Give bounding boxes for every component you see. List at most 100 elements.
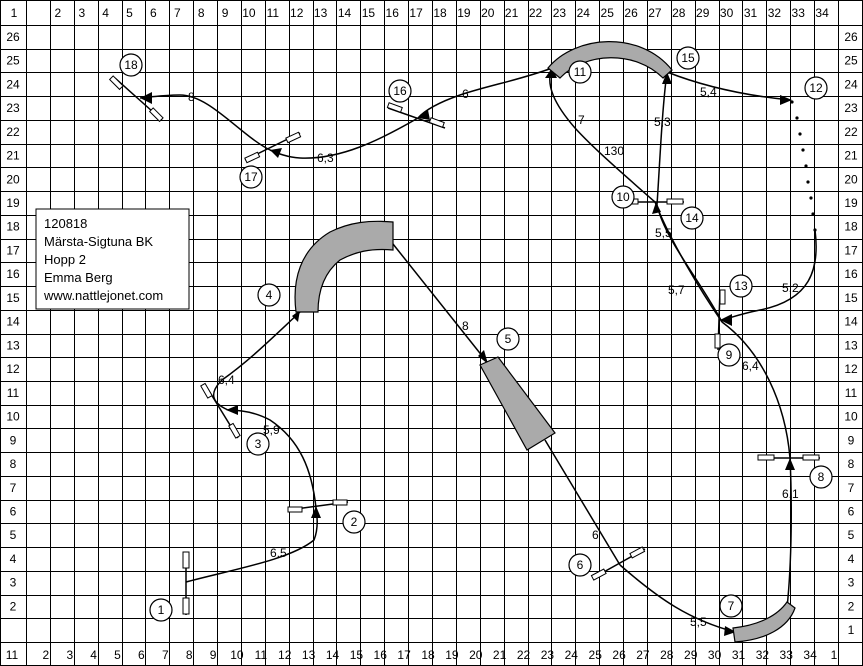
bottom-axis-label: 2 [43,648,50,662]
left-axis-label: 7 [10,481,17,495]
bottom-axis-label: 11 [6,648,19,662]
bottom-axis-label: 32 [756,648,770,662]
obstacle-number: 2 [351,515,358,529]
right-axis-label: 14 [844,315,858,329]
left-axis-label: 4 [10,552,17,566]
left-axis-label: 6 [10,505,17,519]
arrowhead [662,72,672,84]
obstacle-number: 1 [158,603,165,617]
arrowhead [545,68,557,78]
left-axis-label: 20 [6,172,20,186]
info-line-club: Märsta-Sigtuna BK [44,234,153,249]
arrowheads [140,68,795,636]
distance-2-3: 5,9 [263,423,280,437]
info-line-designer: Emma Berg [44,270,113,285]
bottom-axis-label: 12 [278,648,292,662]
bottom-axis-label: 30 [708,648,722,662]
path-dot [804,164,808,168]
obstacle-circle [239,165,263,189]
right-axis-label: 7 [848,481,855,495]
obstacle-10-marker: 10 [611,185,635,209]
arrowhead [418,110,430,120]
jump-8 [757,454,820,461]
jump-16 [386,102,446,129]
info-line-class: Hopp 2 [44,252,86,267]
left-axis-label: 24 [6,77,20,91]
obstacle-4-marker: 4 [257,283,281,307]
obstacle-5-marker: 5 [496,327,520,351]
right-axis-label: 11 [845,386,858,400]
right-axis-label: 18 [844,220,858,234]
obstacle-number: 15 [681,51,695,65]
top-axis-label: 1 [11,6,18,20]
distance-3-4: 6,4 [218,373,235,387]
obstacle-number: 18 [124,58,138,72]
jump-6 [590,546,646,581]
right-axis-label: 13 [844,338,858,352]
jump-3 [200,382,241,439]
route-2-3 [227,409,317,509]
top-axis-label: 14 [338,6,352,20]
info-line-website: www.nattlejonet.com [43,288,163,303]
obstacle-circle [568,553,592,577]
right-axis-label: 10 [844,410,858,424]
obstacle-11-marker: 11 [568,60,592,84]
obstacle-circle [119,53,143,77]
obstacle-number: 13 [734,279,748,293]
obstacle-circle [611,185,635,209]
obstacle-3-marker: 3 [246,432,270,456]
obstacle-circle [342,510,366,534]
top-axis-label: 12 [290,6,304,20]
path-dot [813,228,817,232]
distance-8-9: 6,4 [742,359,759,373]
right-axis-label: 17 [844,243,858,257]
left-axis-label: 23 [6,101,20,115]
obstacle-number: 10 [616,190,630,204]
right-axis-label: 1 [848,623,855,637]
obstacle-15-marker: 15 [676,46,700,70]
obstacle-circle [719,594,743,618]
arrowhead [780,95,792,105]
obstacle-circle [717,343,741,367]
distance-1-2: 6,5 [270,546,287,560]
bottom-axis-label: 14 [326,648,340,662]
distance-6-7: 5,5 [690,615,707,629]
top-axis-label: 2 [55,6,62,20]
distance-5-6: 6 [592,528,599,542]
arrowhead [311,506,321,518]
jump-17 [244,131,302,164]
obstacle-16-marker: 16 [388,79,412,103]
arrowhead [724,626,736,636]
left-axis-label: 13 [6,338,20,352]
bottom-axis-label: 18 [421,648,435,662]
jump-18 [108,75,164,123]
top-axis-label: 24 [577,6,591,20]
path-dot [795,116,799,120]
distance-15-12: 5,4 [700,85,717,99]
obstacle-7-marker: 7 [719,594,743,618]
obstacle-circle [257,283,281,307]
arrowhead [292,310,300,322]
obstacle-number: 16 [393,84,407,98]
bottom-axis-label: 23 [541,648,555,662]
obstacle-number: 8 [818,470,825,484]
jump-9-13 [714,289,726,351]
top-axis-label: 34 [815,6,829,20]
obstacle-number: 11 [574,65,587,79]
right-axis-label: 12 [844,362,858,376]
obstacle-number: 5 [505,332,512,346]
right-axis-label: 9 [848,433,855,447]
bottom-axis-label: 22 [517,648,531,662]
bottom-axis-label: 17 [397,648,411,662]
obstacle-1-marker: 1 [149,598,173,622]
obstacle-number: 14 [685,211,699,225]
jump-4 [294,220,394,313]
right-axis-label: 21 [844,149,858,163]
route-4-5 [392,243,488,363]
left-axis-label: 18 [6,220,20,234]
left-axis-label: 21 [6,149,20,163]
right-axis-label: 25 [844,54,858,68]
distance-11-16: 6 [462,87,469,101]
jumps [108,41,820,643]
